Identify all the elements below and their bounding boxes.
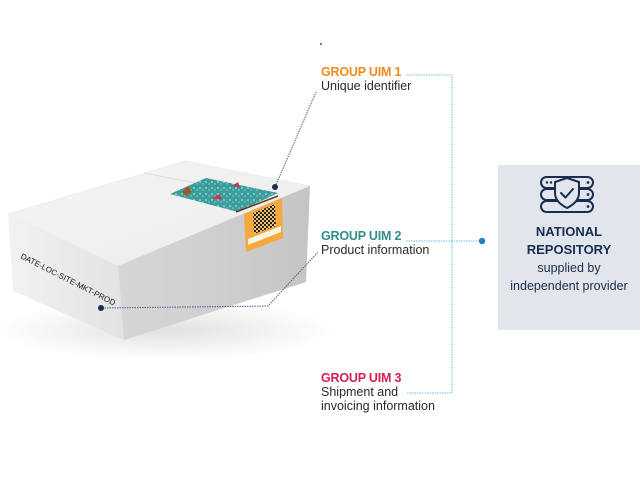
stamp-motif <box>232 182 240 188</box>
group-uim-2: GROUP UIM 2 Product information <box>321 229 429 257</box>
bracket-connector <box>406 74 453 394</box>
connector-uim1 <box>274 91 317 188</box>
repository-name-line-1: NATIONAL <box>535 224 603 239</box>
connector-dot-uim2 <box>98 305 104 311</box>
server-shield-check-icon <box>540 176 594 213</box>
group-uim-2-title: GROUP UIM 2 <box>321 229 402 243</box>
repository-name: NATIONAL REPOSITORY <box>498 223 640 259</box>
repository-subtitle: supplied by independent provider <box>498 259 640 295</box>
qr-code <box>253 204 276 234</box>
box-left-face <box>8 214 124 340</box>
repository-name-line-2: REPOSITORY <box>526 242 612 257</box>
group-uim-3-title: GROUP UIM 3 <box>321 371 402 385</box>
uim-label-text-strip <box>248 226 281 245</box>
group-uim-2-description: Product information <box>321 243 430 257</box>
repository-endpoint-dot <box>478 237 486 245</box>
group-uim-1: GROUP UIM 1 Unique identifier <box>321 65 411 93</box>
tax-stamp <box>170 178 278 212</box>
repository-subtitle-line-2: independent provider <box>510 279 628 293</box>
group-uim-3: GROUP UIM 3 Shipment and invoicing infor… <box>321 371 435 413</box>
national-repository-card: NATIONAL REPOSITORY supplied by independ… <box>498 165 640 330</box>
stamp-motif <box>182 186 192 196</box>
stray-dot <box>320 43 322 45</box>
group-uim-1-description: Unique identifier <box>321 79 412 93</box>
connector-dot-uim1 <box>272 184 278 190</box>
group-uim-1-title: GROUP UIM 1 <box>321 65 402 79</box>
group-uim-3-description-line-2: invoicing information <box>321 399 435 413</box>
stamp-motif <box>212 194 222 200</box>
group-uim-3-description-line-1: Shipment and <box>321 385 399 399</box>
stamp-edge <box>235 195 279 213</box>
repository-subtitle-line-1: supplied by <box>537 261 601 275</box>
connector-uim2 <box>101 251 319 309</box>
